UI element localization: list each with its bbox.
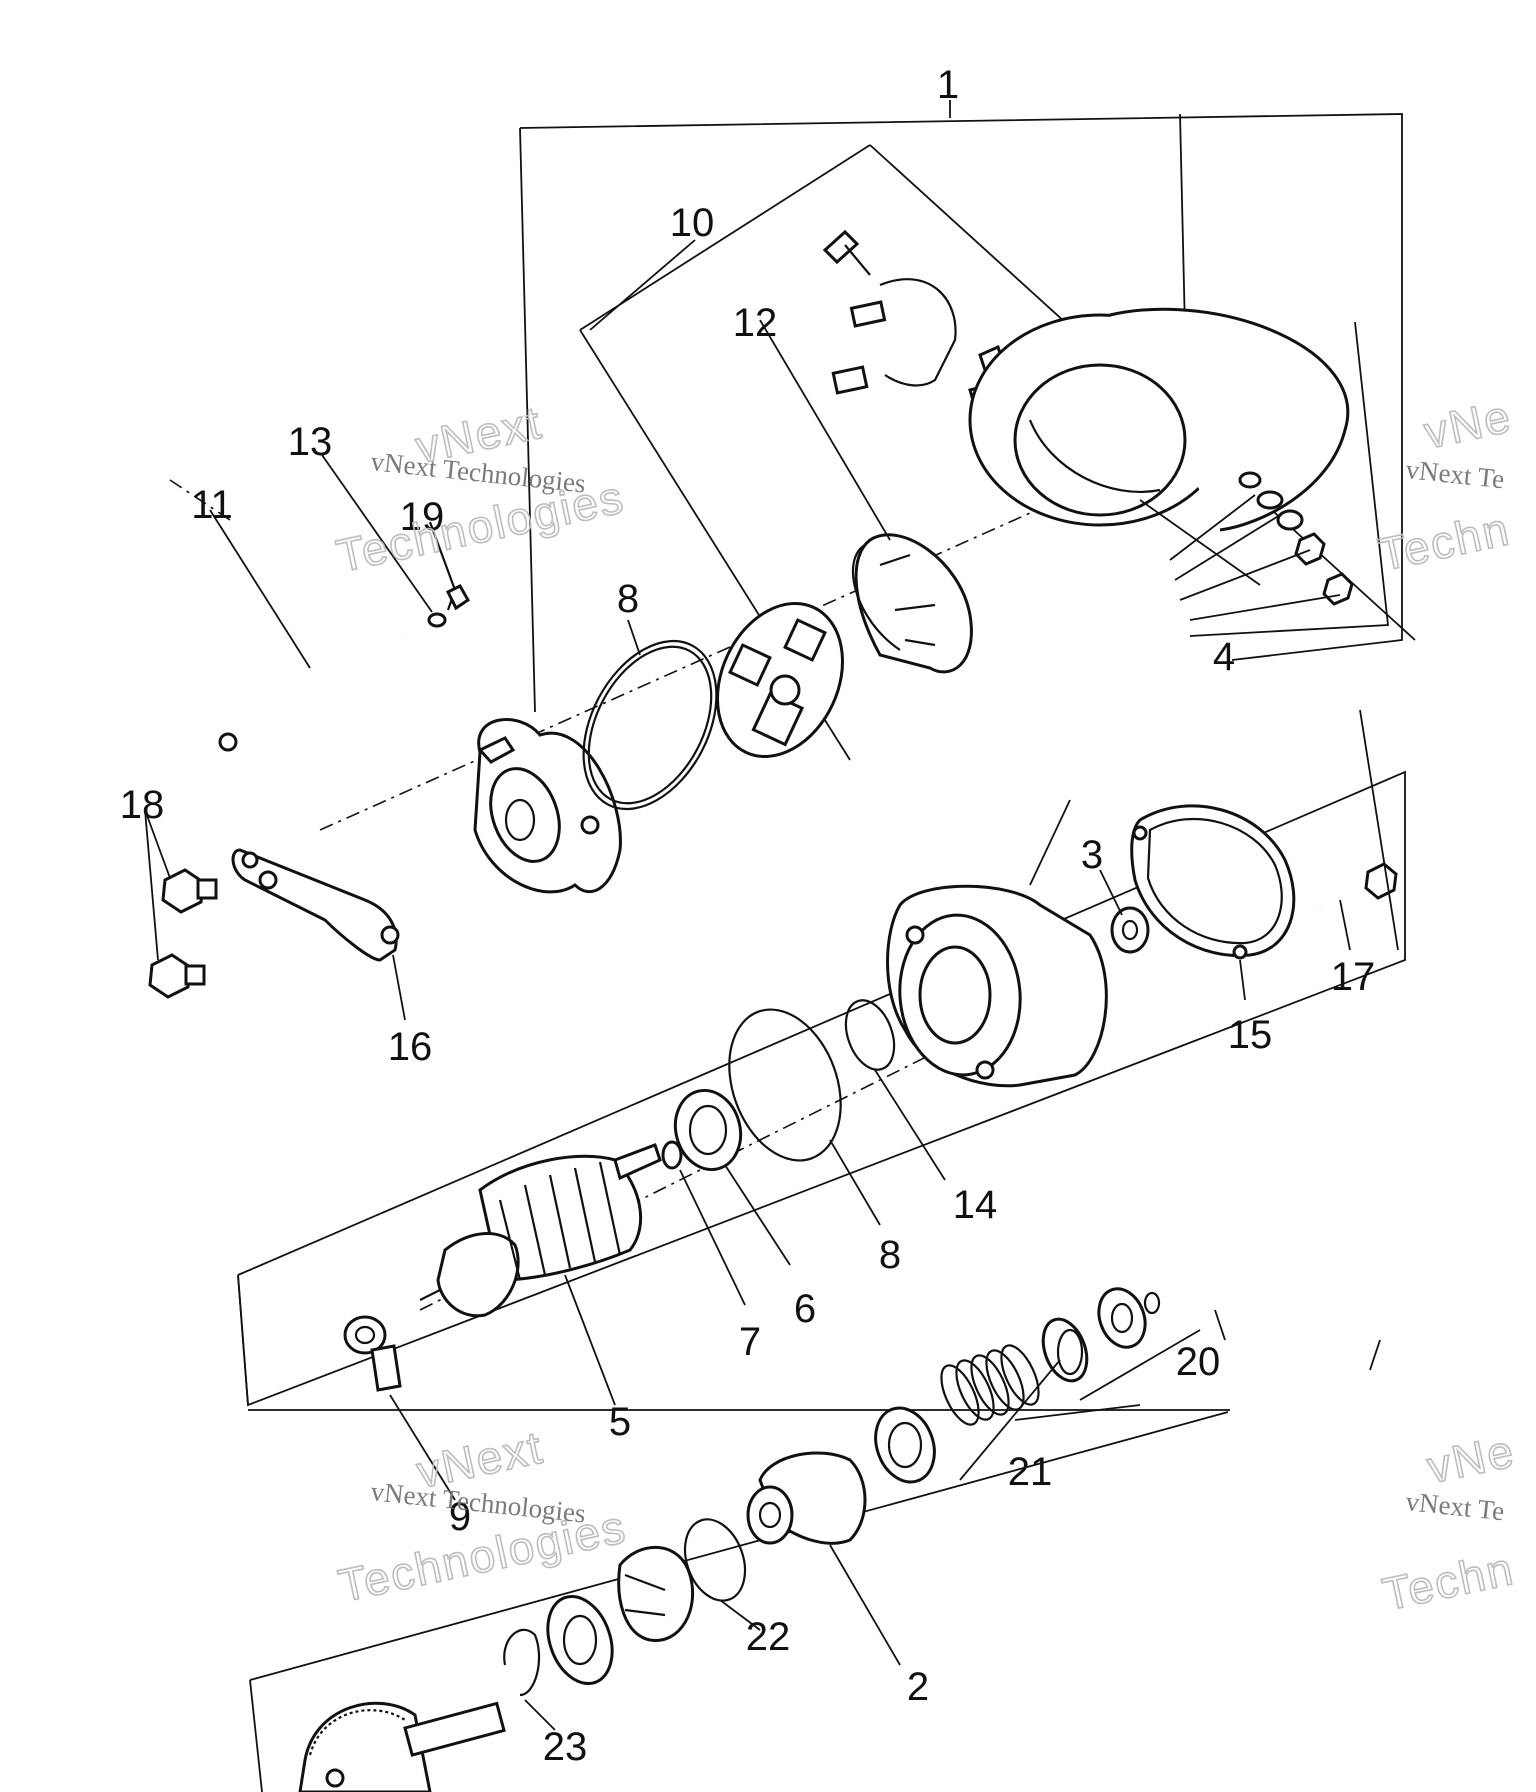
callout-22: 22 xyxy=(746,1615,791,1659)
armature-5 xyxy=(419,1143,662,1406)
o-ring-8-lower xyxy=(728,1008,881,1226)
callout-17: 17 xyxy=(1331,955,1376,999)
watermark-4-big: vNe xyxy=(1423,1424,1520,1493)
callout-9: 9 xyxy=(449,1495,471,1539)
callout-8-lower: 8 xyxy=(879,1233,901,1277)
gasket-15 xyxy=(1130,804,1296,1001)
callout-18: 18 xyxy=(120,783,165,827)
o-ring-8-upper xyxy=(582,639,718,811)
callout-6: 6 xyxy=(794,1287,816,1331)
callout-4: 4 xyxy=(1213,635,1235,679)
callout-2: 2 xyxy=(907,1665,929,1709)
center-axes xyxy=(169,454,1161,1311)
bolt-17 xyxy=(1319,862,1398,951)
watermark-2-big: vNe xyxy=(1420,390,1517,459)
callout-23: 23 xyxy=(543,1725,588,1769)
thrust-washer xyxy=(546,1594,614,1686)
snap-ring-20 xyxy=(1041,1287,1161,1383)
cover-12 xyxy=(759,319,973,674)
leader-lines xyxy=(589,239,1399,1481)
bearing-6 xyxy=(673,1088,791,1266)
washer-13-spring-19 xyxy=(321,454,470,628)
washer-7 xyxy=(661,1140,746,1306)
callout-20: 20 xyxy=(1176,1340,1221,1384)
callout-19: 19 xyxy=(400,495,445,539)
gear-shaft xyxy=(298,1701,506,1792)
through-bolt-11 xyxy=(209,509,407,752)
rear-end-cover xyxy=(473,718,622,894)
callout-14: 14 xyxy=(953,1183,998,1227)
callout-3: 3 xyxy=(1081,833,1103,877)
callout-21: 21 xyxy=(1008,1450,1053,1494)
front-housing xyxy=(886,799,1108,1088)
callout-7: 7 xyxy=(739,1320,761,1364)
watermark-4-small: vNext Te xyxy=(1404,1486,1505,1526)
watermark-4-big2: Techn xyxy=(1378,1542,1519,1620)
callout-15: 15 xyxy=(1228,1013,1273,1057)
brush-holder-plate xyxy=(716,601,844,759)
bracket-16-bolts-18 xyxy=(144,809,406,1021)
yoke-housing xyxy=(968,307,1350,586)
circlip-23 xyxy=(503,1628,556,1731)
callout-11: 11 xyxy=(191,483,233,527)
nuts-washers-4 xyxy=(1169,471,1354,621)
collar xyxy=(874,1406,936,1484)
callout-13: 13 xyxy=(288,420,333,464)
bush-9 xyxy=(343,1315,456,1501)
spring-21 xyxy=(940,1344,1040,1426)
callouts: 1 10 12 13 11 19 8 4 18 3 17 16 15 14 8 … xyxy=(120,63,1376,1769)
callout-1: 1 xyxy=(937,63,959,107)
watermark-2-small: vNext Te xyxy=(1404,454,1505,494)
callout-16: 16 xyxy=(388,1025,433,1069)
callout-10: 10 xyxy=(670,201,715,245)
callout-5: 5 xyxy=(609,1400,631,1444)
o-ring-14 xyxy=(844,999,946,1181)
pinion-clutch-2 xyxy=(746,1451,901,1666)
watermark-4: vNe Techn xyxy=(1377,1423,1520,1621)
callout-8-upper: 8 xyxy=(617,577,639,621)
callout-12: 12 xyxy=(733,301,778,345)
watermark-2-big2: Techn xyxy=(1374,502,1515,580)
washer-3 xyxy=(1099,869,1150,954)
clutch-shoe xyxy=(617,1545,695,1642)
